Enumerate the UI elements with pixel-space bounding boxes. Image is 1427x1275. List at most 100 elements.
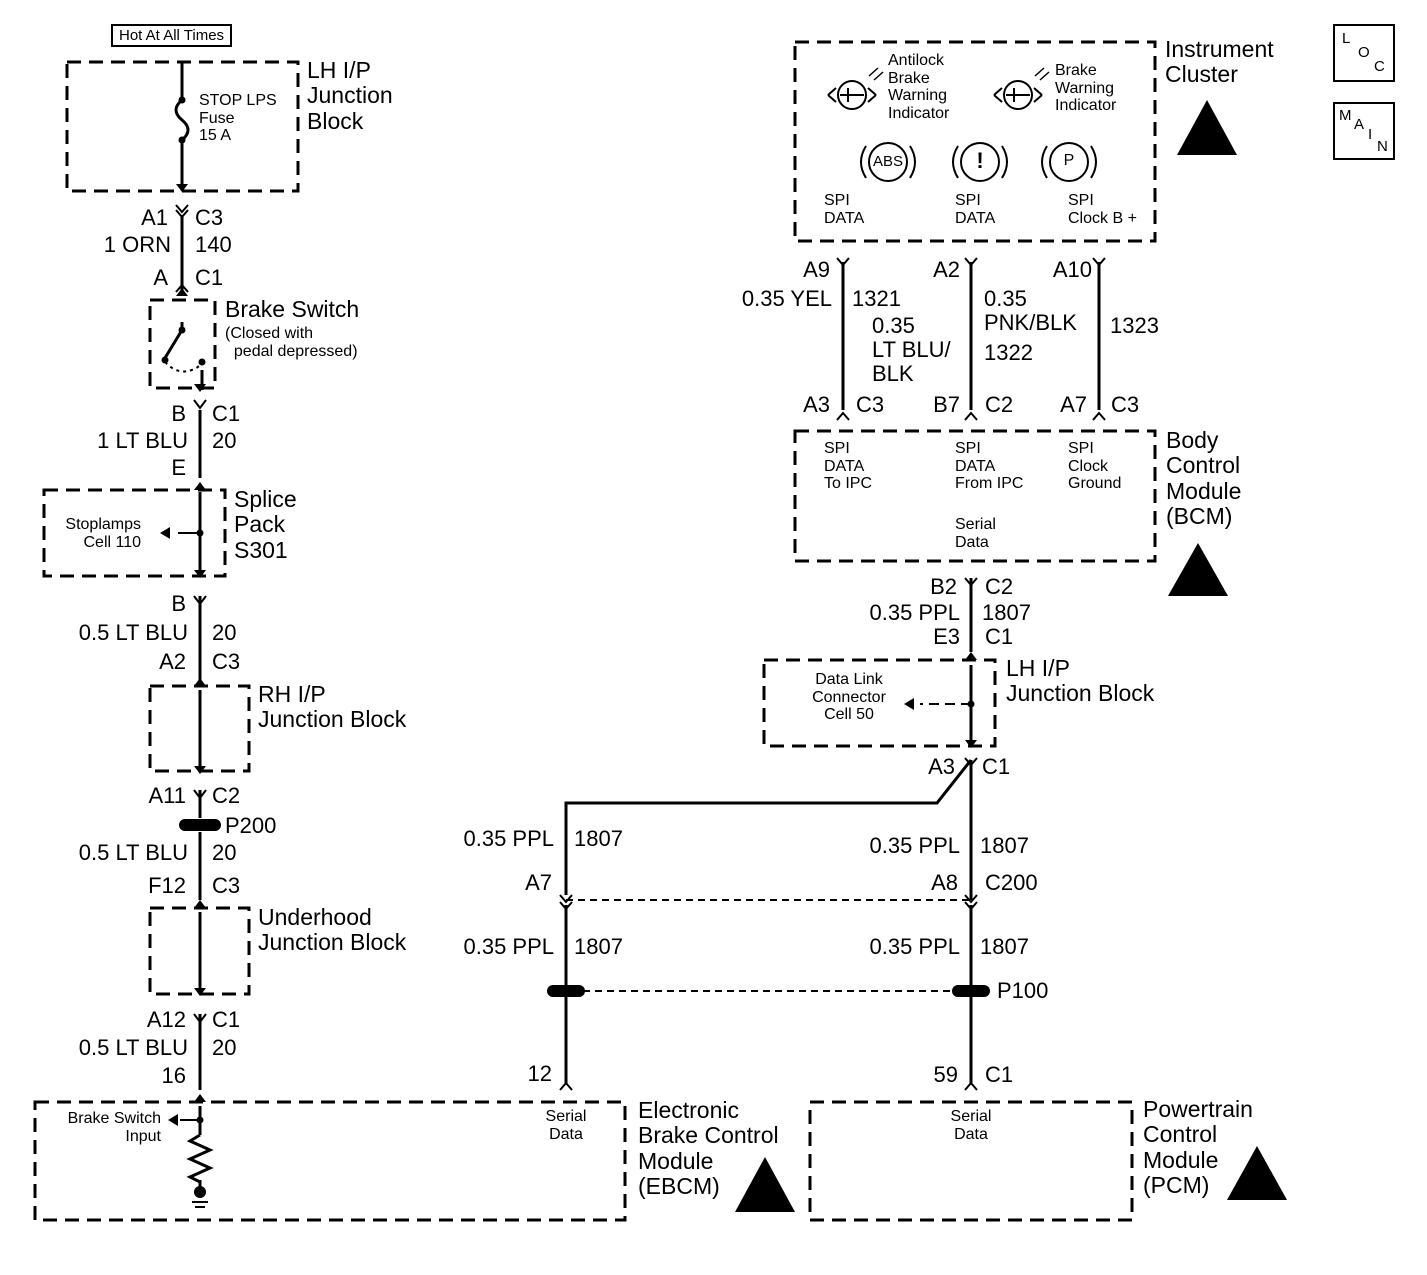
- brake-switch-label: Brake Switch: [225, 296, 360, 322]
- pcm-title: Powertrain Control Module (PCM): [1143, 1096, 1253, 1198]
- connector-label: C1: [195, 265, 224, 290]
- wire-color-label: 0.35 PPL: [463, 934, 554, 959]
- wire-color-label: 0.35 LT BLU/ BLK: [872, 313, 951, 387]
- loc-button[interactable]: L O C: [1333, 24, 1395, 82]
- connector-label: C2: [985, 392, 1014, 417]
- pin-label: A3: [928, 754, 955, 779]
- splice-pack-box: [42, 488, 227, 578]
- pcm-serial-data-label: Serial Data: [950, 1108, 992, 1143]
- lh-junction-label: LH I/P Junction Block: [307, 57, 393, 134]
- esd-icon: [1168, 543, 1228, 596]
- connector-label: C1: [985, 1062, 1014, 1087]
- hot-at-all-times-badge: Hot At All Times: [111, 24, 233, 47]
- pin-label: B7: [933, 392, 960, 417]
- circuit-number-label: 140: [195, 232, 232, 257]
- pin-label: A12: [146, 1007, 186, 1032]
- connector-label: C3: [856, 392, 885, 417]
- pin-label: A1: [141, 205, 168, 230]
- pin-label: A9: [803, 257, 830, 282]
- splice-label: P100: [997, 978, 1049, 1003]
- ipc-spi-data-2: SPI DATA: [955, 192, 996, 227]
- pin-label: A11: [148, 783, 186, 808]
- wire-color-label: 0.5 LT BLU: [78, 840, 188, 865]
- wire-color-label: 0.35 PPL: [869, 934, 960, 959]
- connector-label: C2: [212, 783, 241, 808]
- underhood-label: Underhood Junction Block: [258, 904, 407, 956]
- data-link-connector-label: Data Link Connector Cell 50: [812, 671, 886, 724]
- wire-color-label: 0.5 LT BLU: [78, 1035, 188, 1060]
- pin-label: A7: [1060, 392, 1087, 417]
- abs-warning-icon: ABS: [872, 153, 903, 170]
- circuit-number-label: 1322: [984, 340, 1033, 365]
- ipc-title: Instrument Cluster: [1165, 36, 1274, 88]
- ebcm-box: [33, 1100, 627, 1222]
- circuit-number-label: 1807: [982, 600, 1031, 625]
- pin-label: 12: [527, 1061, 552, 1086]
- wire-color-label: 0.35 PPL: [463, 826, 554, 851]
- resistor: [186, 1133, 214, 1184]
- wire-color-label: 0.5 LT BLU: [78, 620, 188, 645]
- bcm-title: Body Control Module (BCM): [1166, 427, 1242, 529]
- pin-label: 16: [161, 1063, 186, 1088]
- esd-icon: [735, 1157, 795, 1212]
- connector-label: C3: [195, 205, 224, 230]
- splice-label: P200: [225, 813, 277, 838]
- circuit-number-label: 20: [212, 840, 237, 865]
- wire-color-label: 0.35 PPL: [869, 600, 960, 625]
- pin-label: A10: [1052, 257, 1092, 282]
- connector-label: C200: [985, 870, 1038, 895]
- splice-pack-label: Splice Pack S301: [234, 486, 297, 563]
- brake-switch-input-label: Brake Switch Input: [67, 1110, 161, 1145]
- brake-indicator-label: Brake Warning Indicator: [1055, 62, 1117, 115]
- bcm-serial-data: Serial Data: [955, 516, 996, 551]
- circuit-number-label: 1807: [574, 826, 623, 851]
- brake-warning-icon: !: [976, 148, 984, 173]
- park-brake-icon: P: [1063, 152, 1075, 169]
- bcm-box: [793, 429, 1157, 563]
- esd-icon: [1177, 100, 1237, 155]
- circuit-number-label: 1323: [1110, 313, 1159, 338]
- pin-label: F12: [148, 873, 186, 898]
- connector-label: C1: [212, 1007, 241, 1032]
- pin-label: A: [153, 265, 168, 290]
- pin-label: E: [171, 455, 186, 480]
- bcm-spi-clock-ground: SPI Clock Ground: [1068, 440, 1122, 493]
- stoplamps-label: Stoplamps Cell 110: [65, 516, 141, 551]
- bcm-spi-from-ipc: SPI DATA From IPC: [955, 440, 1024, 493]
- wire-color-label: 1 ORN: [103, 232, 171, 257]
- wire-color-label: 0.35 PPL: [869, 833, 960, 858]
- pin-label: A8: [931, 870, 958, 895]
- fuse-element: [174, 98, 190, 142]
- wire-color-label: 0.35 YEL: [741, 286, 832, 311]
- ipc-spi-clock: SPI Clock B +: [1068, 192, 1137, 227]
- brake-switch-box: [148, 298, 217, 390]
- wire-color-label: 1 LT BLU: [97, 428, 188, 453]
- pin-label: A2: [159, 649, 186, 674]
- brake-switch-note: (Closed with pedal depressed): [225, 325, 358, 360]
- circuit-number-label: 20: [212, 428, 237, 453]
- connector-label: C1: [985, 624, 1014, 649]
- brake-switch-blade: [163, 329, 184, 359]
- esd-icon: [1227, 1146, 1287, 1200]
- ipc-box: [793, 40, 1157, 243]
- pin-label: E3: [933, 624, 960, 649]
- circuit-number-label: 20: [212, 1035, 237, 1060]
- fuse-label: STOP LPS Fuse 15 A: [199, 92, 277, 145]
- dlc-junction-label: LH I/P Junction Block: [1006, 655, 1155, 707]
- wire-color-label: 0.35 PNK/BLK: [984, 286, 1077, 336]
- pin-label: A7: [525, 870, 552, 895]
- main-button[interactable]: M A I N: [1333, 102, 1395, 160]
- circuit-number-label: 1807: [980, 934, 1029, 959]
- connector-label: C3: [212, 649, 241, 674]
- bcm-spi-to-ipc: SPI DATA To IPC: [824, 440, 873, 493]
- pcm-box: [808, 1100, 1134, 1222]
- pin-label: B2: [930, 574, 957, 599]
- pin-label: B: [171, 591, 186, 616]
- rh-junction-label: RH I/P Junction Block: [258, 681, 407, 733]
- circuit-number-label: 1321: [852, 286, 901, 311]
- abs-indicator-label: Antilock Brake Warning Indicator: [888, 52, 950, 122]
- connector-label: C2: [985, 574, 1014, 599]
- pin-label: B: [171, 401, 186, 426]
- pin-label: 59: [933, 1062, 958, 1087]
